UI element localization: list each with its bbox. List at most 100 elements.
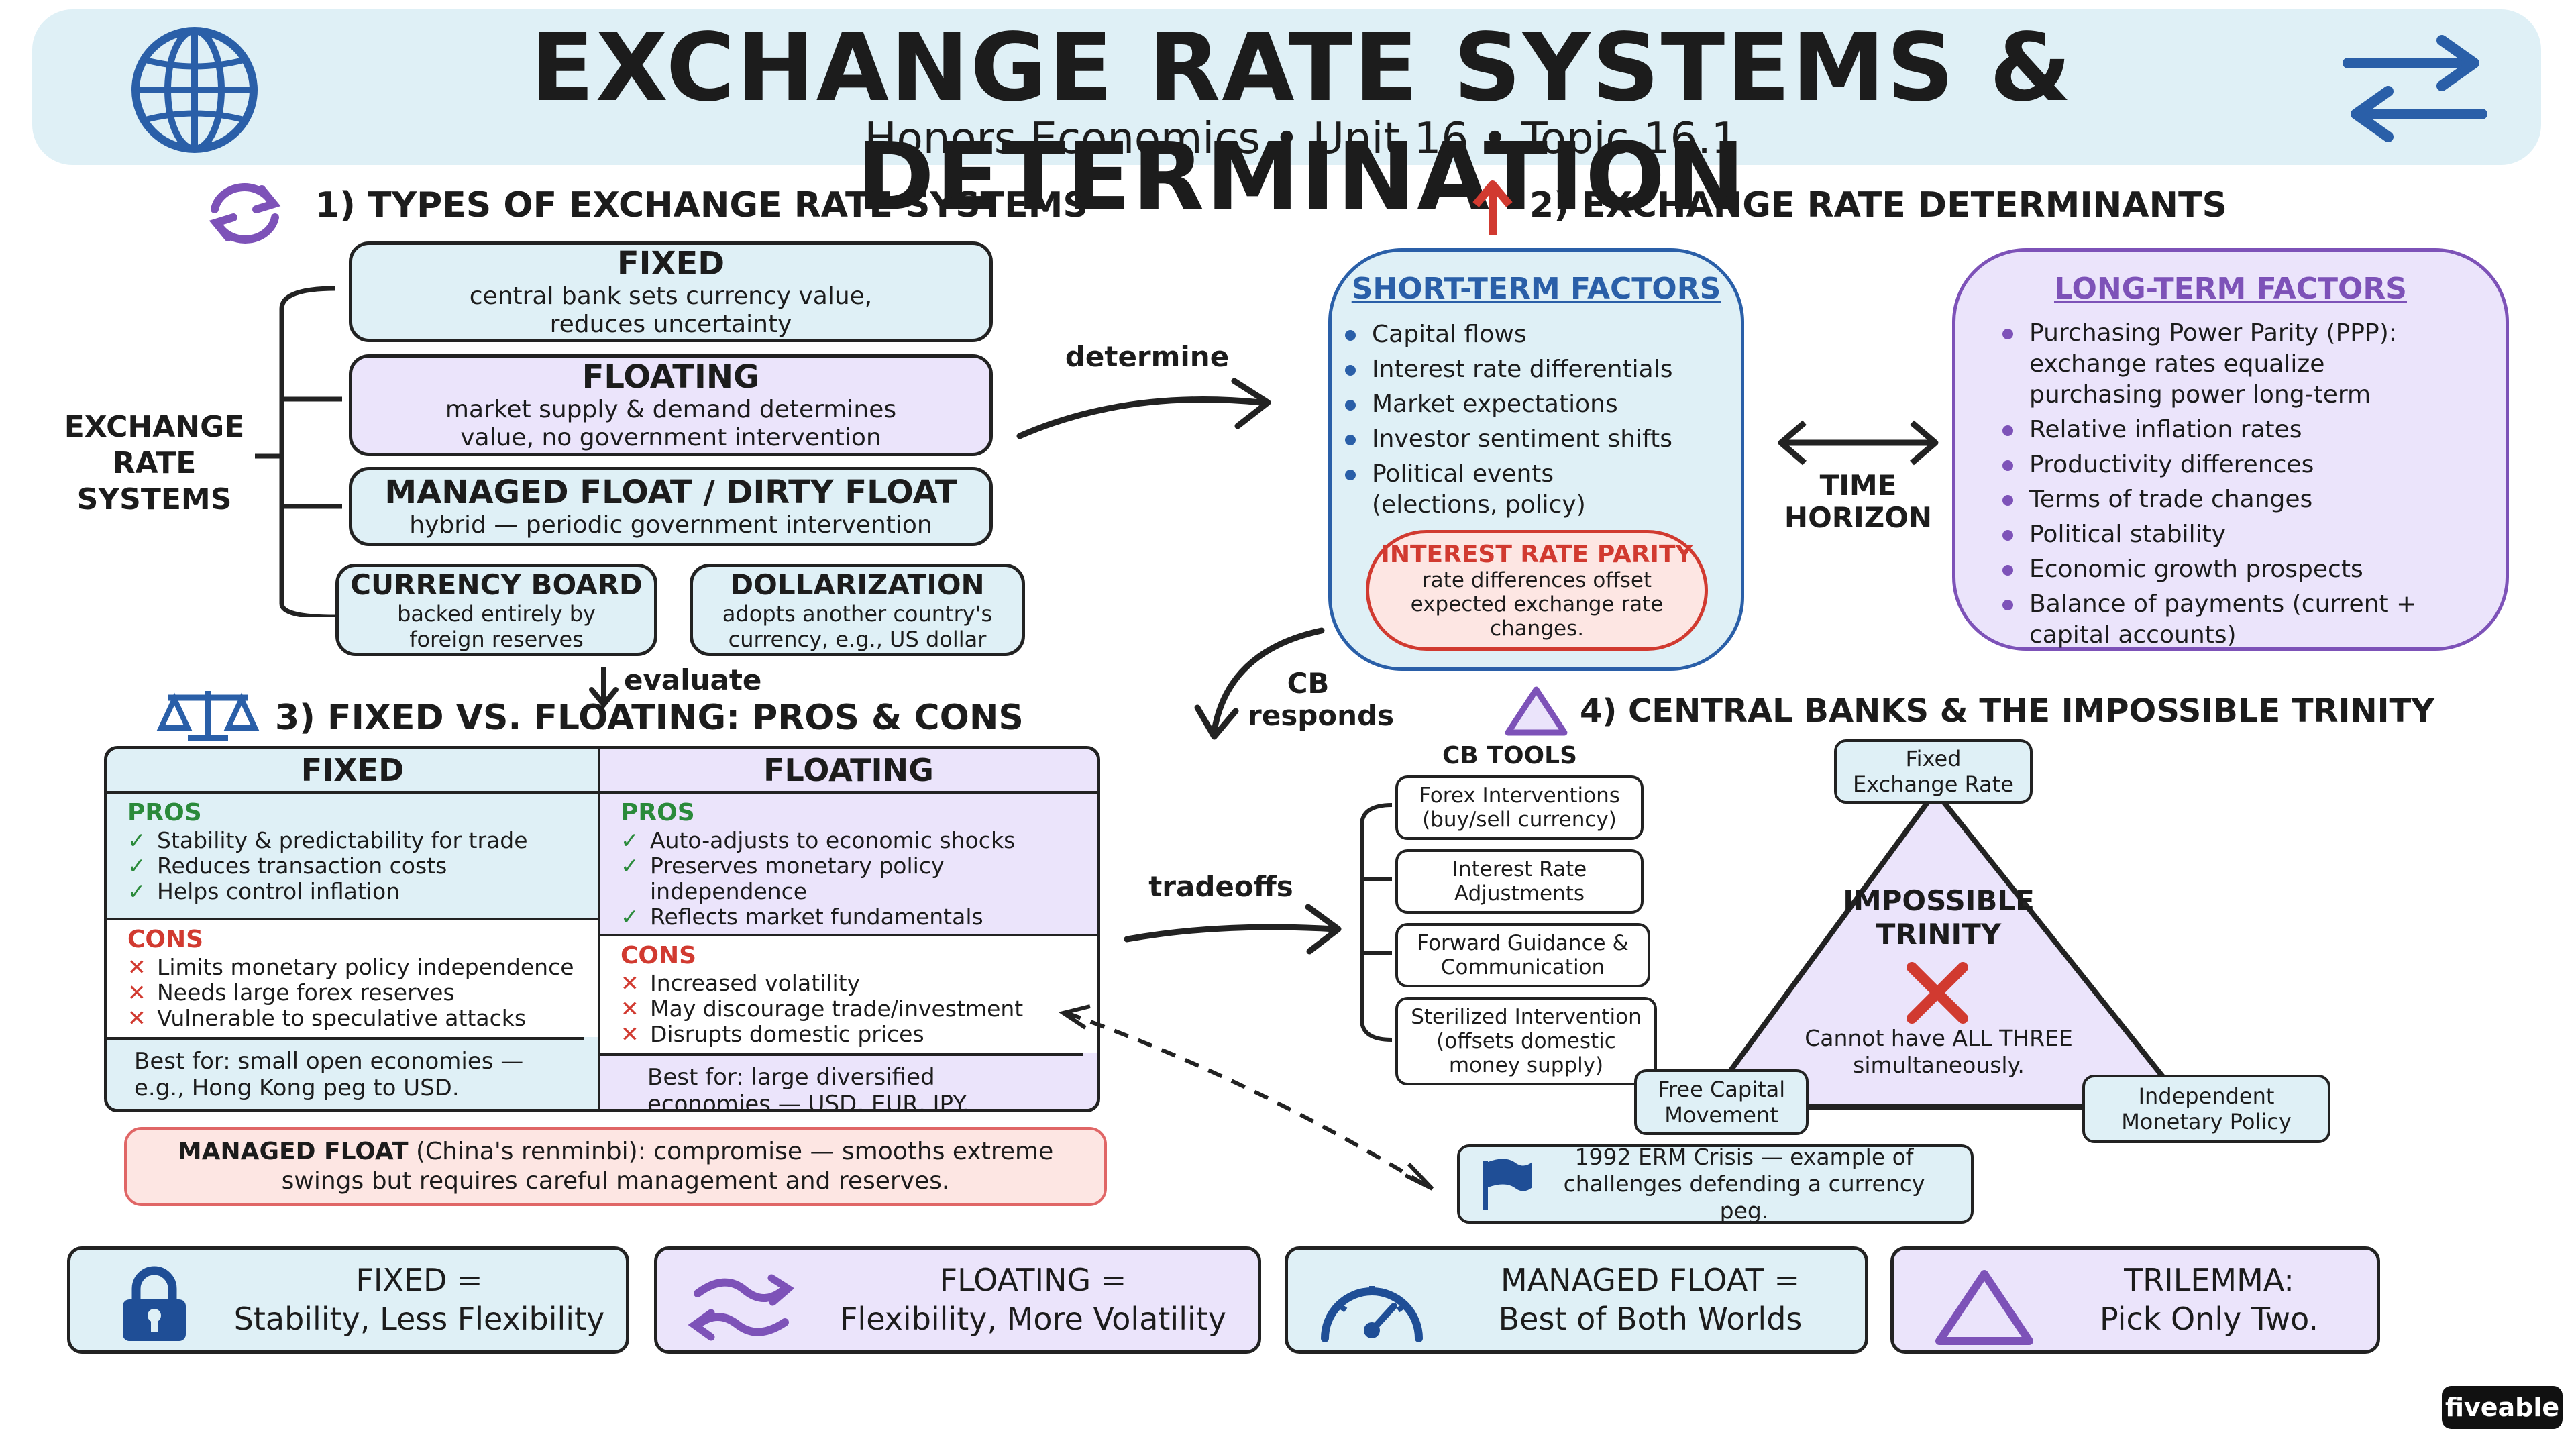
- fixed-system-box: FIXED central bank sets currency value, …: [349, 241, 993, 342]
- corner-fixed-exchange-rate: Fixed Exchange Rate: [1834, 739, 2033, 804]
- list-item: ✕Disrupts domestic prices: [621, 1021, 924, 1047]
- list-item: ✕Limits monetary policy independence: [127, 954, 574, 980]
- cycle-icon: [209, 183, 281, 244]
- currency-board-title: CURRENCY BOARD: [350, 568, 643, 601]
- triangle-icon: [1935, 1270, 2033, 1345]
- determine-label: determine: [1065, 340, 1230, 373]
- short-term-title: SHORT-TERM FACTORS: [1351, 272, 1721, 306]
- erm-dashed-connector: [1058, 1004, 1434, 1191]
- tool-interest-rate-adjustments: Interest Rate Adjustments: [1395, 849, 1644, 914]
- x-mark-icon: [1907, 962, 1968, 1024]
- managed-float-note: MANAGED FLOAT (China's renminbi): compro…: [124, 1127, 1107, 1206]
- managed-float-box: MANAGED FLOAT / DIRTY FLOAT hybrid — per…: [349, 467, 993, 546]
- cons-label: CONS: [127, 926, 204, 953]
- cons-label: CONS: [621, 942, 697, 969]
- globe-icon: [131, 27, 258, 153]
- triangle-icon: [1505, 686, 1568, 736]
- flag-icon: [1483, 1159, 1532, 1210]
- systems-bracket: [255, 286, 342, 617]
- summary-trilemma-text: TRILEMMA:Pick Only Two.: [2099, 1262, 2319, 1337]
- brand-logo: fiveable: [2442, 1386, 2563, 1429]
- header-banner: [32, 9, 2541, 165]
- list-item: ✓Reduces transaction costs: [127, 853, 447, 879]
- list-item: ✕May discourage trade/investment: [621, 996, 1024, 1022]
- trinity-text: Cannot have ALL THREE simultaneously.: [1805, 1025, 2073, 1078]
- time-horizon-label: TIME HORIZON: [1784, 469, 1933, 534]
- scale-icon: [156, 691, 260, 741]
- tradeoffs-label: tradeoffs: [1148, 870, 1293, 903]
- erm-crisis-box: 1992 ERM Crisis — example of challenges …: [1457, 1144, 1974, 1224]
- fixed-column: FIXED PROS ✓Stability & predictability f…: [107, 749, 600, 1109]
- list-item: Purchasing Power Parity (PPP): exchange …: [2002, 318, 2465, 411]
- dollarization-title: DOLLARIZATION: [730, 568, 985, 601]
- list-item: Political stability: [2002, 519, 2465, 550]
- fixed-title: FIXED: [616, 245, 725, 282]
- up-arrow-icon: [1472, 180, 1513, 235]
- check-icon: ✓: [127, 853, 146, 879]
- section4-heading: 4) CENTRAL BANKS & THE IMPOSSIBLE TRINIT…: [1580, 692, 2434, 730]
- summary-fixed-card: FIXED =Stability, Less Flexibility: [67, 1246, 629, 1354]
- floating-column: FLOATING PROS ✓Auto-adjusts to economic …: [600, 749, 1097, 1109]
- check-icon: ✓: [127, 878, 146, 904]
- tool-forward-guidance: Forward Guidance & Communication: [1395, 923, 1650, 987]
- dollarization-box: DOLLARIZATION adopts another country's c…: [690, 564, 1025, 656]
- pros-cons-table: FIXED PROS ✓Stability & predictability f…: [104, 746, 1100, 1112]
- time-horizon-arrow: [1778, 420, 1939, 466]
- check-icon: ✓: [621, 827, 639, 853]
- long-term-cloud: LONG-TERM FACTORS Purchasing Power Parit…: [1952, 248, 2509, 651]
- list-item: ✓Preserves monetary policy independence: [621, 853, 945, 904]
- floating-cons-section: CONS ✕Increased volatility ✕May discoura…: [600, 934, 1097, 1053]
- trinity-title: IMPOSSIBLE TRINITY: [1843, 884, 2035, 951]
- dollarization-desc: adopts another country's currency, e.g.,…: [722, 600, 993, 652]
- list-item: ✓Auto-adjusts to economic shocks: [621, 827, 1016, 853]
- list-item: ✕Needs large forex reserves: [127, 979, 455, 1006]
- list-item: ✓Reflects market fundamentals: [621, 904, 983, 930]
- long-term-title: LONG-TERM FACTORS: [2053, 272, 2407, 306]
- pros-label: PROS: [621, 799, 695, 826]
- list-item: Investor sentiment shifts: [1345, 424, 1741, 455]
- page-title: EXCHANGE RATE SYSTEMS & DETERMINATION: [530, 13, 2073, 232]
- exchange-rate-systems-label: EXCHANGE RATE SYSTEMS: [64, 410, 245, 517]
- check-icon: ✓: [621, 904, 639, 930]
- x-icon: ✕: [621, 996, 639, 1022]
- section2-heading: 2) EXCHANGE RATE DETERMINANTS: [1529, 185, 2227, 225]
- erm-crisis-text: 1992 ERM Crisis — example of challenges …: [1563, 1144, 1925, 1224]
- x-icon: ✕: [127, 979, 146, 1006]
- tool-sterilized-intervention: Sterilized Intervention (offsets domesti…: [1395, 997, 1657, 1085]
- page-subtitle: Honors Economics • Unit 16 • Topic 16.1: [864, 114, 1739, 164]
- summary-managed-text: MANAGED FLOAT =Best of Both Worlds: [1498, 1262, 1803, 1337]
- tradeoffs-arrow: [1124, 904, 1342, 955]
- floating-best-for: Best for: large diversified economies — …: [600, 1053, 1083, 1109]
- managed-float-title: MANAGED FLOAT / DIRTY FLOAT: [384, 474, 957, 511]
- list-item: ✕Vulnerable to speculative attacks: [127, 1005, 527, 1031]
- list-item: Balance of payments (current + capital a…: [2002, 589, 2465, 651]
- list-item: Economic growth prospects: [2002, 554, 2465, 585]
- floating-system-box: FLOATING market supply & demand determin…: [349, 354, 993, 456]
- irp-title: INTEREST RATE PARITY: [1381, 540, 1693, 568]
- list-item: Interest rate differentials: [1345, 354, 1741, 385]
- summary-floating-card: FLOATING =Flexibility, More Volatility: [654, 1246, 1261, 1354]
- check-icon: ✓: [127, 827, 146, 853]
- interest-rate-parity-box: INTEREST RATE PARITY rate differences of…: [1366, 530, 1708, 651]
- fixed-column-header: FIXED: [107, 749, 598, 794]
- summary-fixed-text: FIXED =Stability, Less Flexibility: [233, 1262, 605, 1337]
- gauge-icon: [1321, 1286, 1423, 1342]
- long-term-list: Purchasing Power Parity (PPP): exchange …: [1955, 318, 2506, 651]
- x-icon: ✕: [127, 954, 146, 980]
- summary-trilemma-card: TRILEMMA:Pick Only Two.: [1890, 1246, 2380, 1354]
- x-icon: ✕: [621, 970, 639, 996]
- floating-column-header: FLOATING: [600, 749, 1097, 794]
- fixed-cons-section: CONS ✕Limits monetary policy independenc…: [107, 918, 598, 1037]
- irp-text: rate differences offset expected exchang…: [1410, 568, 1664, 641]
- check-icon: ✓: [621, 853, 639, 879]
- managed-float-note-text: MANAGED FLOAT (China's renminbi): compro…: [177, 1138, 1054, 1195]
- list-item: ✕Increased volatility: [621, 970, 861, 996]
- list-item: Political events (elections, policy): [1345, 459, 1654, 521]
- wave-arrows-icon: [688, 1274, 795, 1341]
- cb-tools-label: CB TOOLS: [1442, 742, 1578, 769]
- corner-free-capital-movement: Free Capital Movement: [1634, 1069, 1809, 1135]
- summary-managed-card: MANAGED FLOAT =Best of Both Worlds: [1285, 1246, 1868, 1354]
- list-item: Capital flows: [1345, 319, 1741, 350]
- cb-tools-bracket: [1360, 803, 1393, 1042]
- impossible-trinity-triangle: [1701, 789, 2190, 1110]
